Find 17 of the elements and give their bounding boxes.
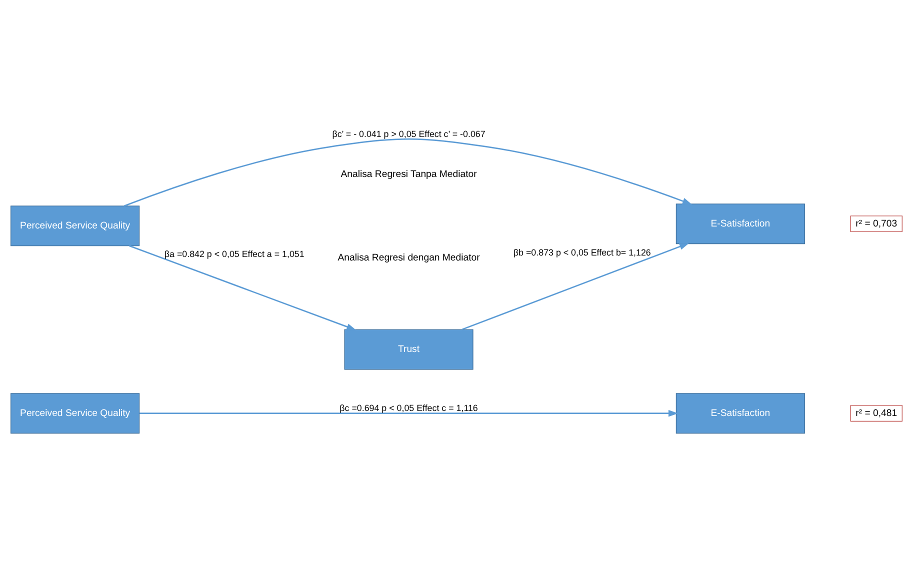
node-box: E-Satisfaction bbox=[676, 203, 805, 244]
node-box: r² = 0,481 bbox=[850, 404, 902, 422]
node-box: Perceived Service Quality bbox=[10, 392, 140, 434]
edge-label: βc’ = - 0.041 p > 0,05 Effect c’ = -0.067 bbox=[332, 128, 486, 138]
node-box: Trust bbox=[344, 328, 474, 370]
arrow bbox=[124, 138, 692, 206]
arrow bbox=[139, 409, 678, 416]
edge-label: βb =0.873 p < 0,05 Effect b= 1,126 bbox=[513, 247, 651, 258]
node-box: Perceived Service Quality bbox=[10, 205, 140, 246]
arrow bbox=[129, 244, 356, 330]
label: Analisa Regresi dengan Mediator bbox=[338, 252, 480, 264]
node-box: r² = 0,703 bbox=[850, 215, 902, 232]
edge-label: βa =0.842 p < 0,05 Effect a = 1,051 bbox=[164, 248, 304, 259]
node-box: E-Satisfaction bbox=[676, 392, 805, 434]
label: Analisa Regresi Tanpa Mediator bbox=[340, 168, 477, 180]
edge-label: βc =0.694 p < 0,05 Effect c = 1,116 bbox=[340, 402, 478, 412]
arrow bbox=[462, 242, 690, 330]
